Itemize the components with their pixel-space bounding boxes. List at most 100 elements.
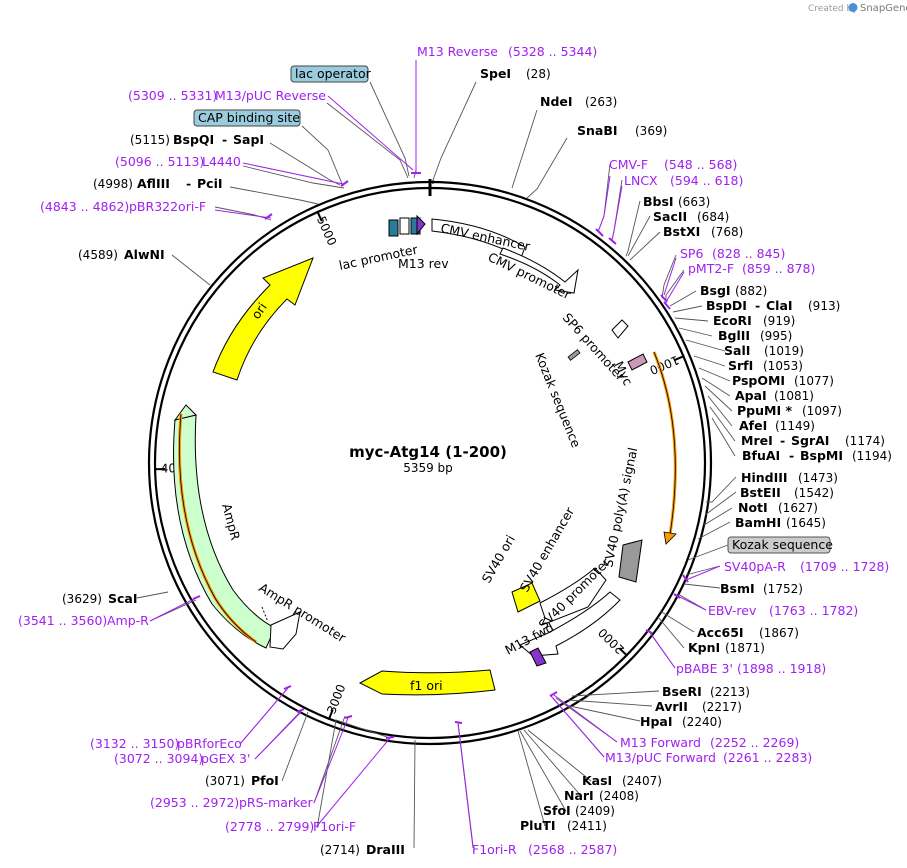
cmv-promoter-feature[interactable] xyxy=(499,247,579,294)
f1orir-name[interactable]: F1ori-R xyxy=(472,842,517,857)
myc-feature[interactable] xyxy=(627,353,648,371)
prs-range: (2953 .. 2972) xyxy=(150,795,239,810)
pbr322-name[interactable]: pBR322ori-F xyxy=(129,199,206,214)
scai-name[interactable]: ScaI xyxy=(108,591,138,606)
kozak-inner-box[interactable] xyxy=(567,349,581,361)
alwni-name[interactable]: AlwNI xyxy=(124,247,165,262)
lncx-name[interactable]: LNCX xyxy=(624,173,658,188)
kpni-name[interactable]: KpnI xyxy=(688,640,720,655)
afei-name[interactable]: AfeI xyxy=(739,418,767,433)
pbabe-name[interactable]: pBABE 3' xyxy=(676,661,733,676)
l4440-name[interactable]: L4440 xyxy=(202,154,241,169)
m13-rev-arrow[interactable] xyxy=(416,214,426,236)
ampr-name[interactable]: Amp-R xyxy=(107,613,149,628)
pfoi-name[interactable]: PfoI xyxy=(251,773,279,788)
pluti-name[interactable]: PluTI xyxy=(520,818,556,833)
avrii-name[interactable]: AvrII xyxy=(655,699,688,714)
noti-name[interactable]: NotI xyxy=(738,500,768,515)
ppumi-name[interactable]: PpuMI * xyxy=(737,403,792,418)
cmvf-name[interactable]: CMV-F xyxy=(609,157,648,172)
prs-name[interactable]: pRS-marker xyxy=(239,795,314,810)
lac-operator-box[interactable] xyxy=(399,217,410,235)
sfoi-name[interactable]: SfoI xyxy=(543,803,571,818)
sali-name[interactable]: SalI xyxy=(724,343,750,358)
pspomi-name[interactable]: PspOMI xyxy=(732,373,785,388)
m13-fwd-arrow[interactable] xyxy=(529,647,547,667)
f1orif-name[interactable]: F1ori-F xyxy=(313,819,356,834)
pmt2f-name[interactable]: pMT2-F xyxy=(688,261,734,276)
bamhi-name[interactable]: BamHI xyxy=(735,515,781,530)
afliii-name2[interactable]: PciI xyxy=(197,176,223,191)
hindiii-name[interactable]: HindIII xyxy=(741,470,788,485)
bspdi-name2[interactable]: ClaI xyxy=(766,298,793,313)
draiii-name[interactable]: DraIII xyxy=(366,842,405,857)
spei-name[interactable]: SpeI xyxy=(480,66,511,81)
sv40par-name[interactable]: SV40pA-R xyxy=(724,559,786,574)
pfoi-pos: (3071) xyxy=(205,774,245,788)
m13fwd-name[interactable]: M13 Forward xyxy=(620,735,701,750)
snabi-name[interactable]: SnaBI xyxy=(577,123,618,138)
kozak-inner-label: Kozak sequence xyxy=(532,351,584,450)
bfuai-name[interactable]: BfuAI xyxy=(742,448,780,463)
acc65i-name[interactable]: Acc65I xyxy=(697,625,744,640)
bsgi-name[interactable]: BsgI xyxy=(700,283,731,298)
bbsi-name[interactable]: BbsI xyxy=(643,194,674,209)
nari-name[interactable]: NarI xyxy=(564,788,594,803)
sp6-promoter-feature[interactable] xyxy=(611,319,629,339)
bspdi-name[interactable]: BspDI xyxy=(706,298,747,313)
mrei-name2[interactable]: SgrAI xyxy=(791,433,829,448)
m13pucf-name[interactable]: M13/pUC Forward xyxy=(605,750,716,765)
srfi-name[interactable]: SrfI xyxy=(728,358,753,373)
primer-leaders xyxy=(149,60,721,847)
tick-label-3000: 3000 xyxy=(324,682,348,716)
sv40-ori-feature[interactable] xyxy=(511,582,541,613)
sv40-enhancer-feature[interactable] xyxy=(539,567,607,626)
m13rev-name[interactable]: M13 Reverse xyxy=(417,44,498,59)
cap-binding-box-label[interactable] xyxy=(193,109,301,127)
kasi-name[interactable]: KasI xyxy=(582,773,612,788)
bspqi-name[interactable]: BspQI xyxy=(173,132,214,147)
hindiii-pos: (1473) xyxy=(798,471,838,485)
ndei-name[interactable]: NdeI xyxy=(540,94,573,109)
tick-2000: 2000 xyxy=(595,625,629,657)
pbrfor-name[interactable]: pBRforEco xyxy=(177,736,242,751)
sali-pos: (1019) xyxy=(764,344,804,358)
pgex-name[interactable]: pGEX 3' xyxy=(201,751,250,766)
bstxi-name[interactable]: BstXI xyxy=(663,224,700,239)
sv40-ori-label: SV40 ori xyxy=(479,532,518,585)
f1-ori-feature[interactable] xyxy=(358,669,496,696)
apai-name[interactable]: ApaI xyxy=(735,388,767,403)
bspqi-dash: - xyxy=(222,132,227,147)
afliii-name[interactable]: AflIII xyxy=(137,176,170,191)
credit-brand[interactable]: SnapGene xyxy=(860,3,907,14)
hpai-pos: (2240) xyxy=(682,715,722,729)
cmvf-range: (548 .. 568) xyxy=(664,157,737,172)
sp6-name[interactable]: SP6 xyxy=(680,246,703,261)
ndei-pos: (263) xyxy=(585,95,617,109)
ampr-promoter-feature[interactable] xyxy=(269,611,301,650)
bsmi-name[interactable]: BsmI xyxy=(720,581,755,596)
bsteii-name[interactable]: BstEII xyxy=(740,485,781,500)
ori-feature[interactable] xyxy=(212,257,314,381)
pbr322-range: (4843 .. 4862) xyxy=(40,199,129,214)
ebv-name[interactable]: EBV-rev xyxy=(708,603,757,618)
lac-operator-box-label[interactable] xyxy=(290,65,369,83)
bfuai-name2[interactable]: BspMI xyxy=(800,448,843,463)
sv40-polya-feature[interactable] xyxy=(618,539,643,583)
m13puc-name[interactable]: M13/pUC Reverse xyxy=(215,88,326,103)
bsteii-pos: (1542) xyxy=(794,486,834,500)
hpai-name[interactable]: HpaI xyxy=(640,714,673,729)
m13-rev-label: M13 rev xyxy=(398,256,449,271)
kozak-box-label[interactable] xyxy=(727,536,831,554)
ecori-name[interactable]: EcoRI xyxy=(713,313,752,328)
bsmi-pos: (1752) xyxy=(763,582,803,596)
bglii-name[interactable]: BglII xyxy=(718,328,750,343)
pluti-pos: (2411) xyxy=(567,819,607,833)
sacii-name[interactable]: SacII xyxy=(653,209,687,224)
mrei-name[interactable]: MreI xyxy=(741,433,773,448)
lac-promoter-box[interactable] xyxy=(388,219,399,237)
sv40-promoter-feature[interactable] xyxy=(519,591,621,657)
bseri-name[interactable]: BseRI xyxy=(662,684,702,699)
ampr-label: AmpR xyxy=(219,502,243,542)
bspqi-name2[interactable]: SapI xyxy=(233,132,264,147)
